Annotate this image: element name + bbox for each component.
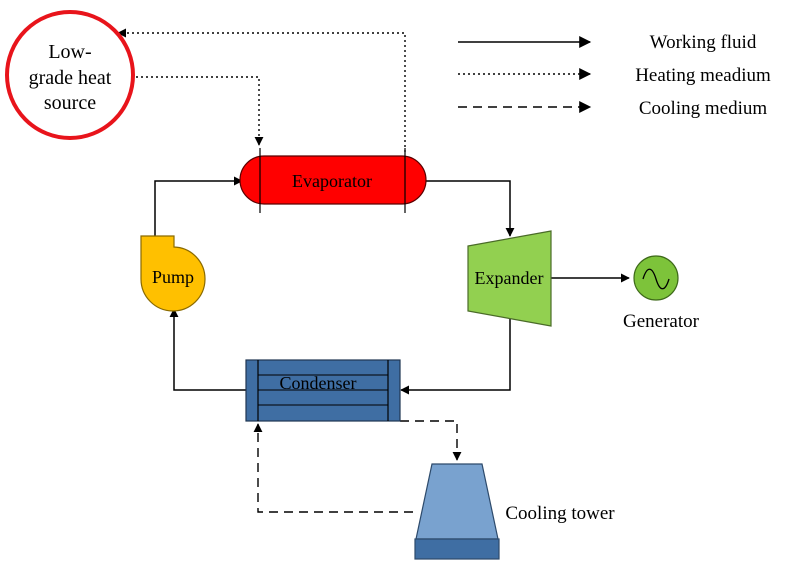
expander-label: Expander (475, 268, 544, 288)
cooling-medium-lines (253, 420, 462, 513)
evaporator-label: Evaporator (292, 171, 372, 191)
pump-label: Pump (152, 267, 194, 287)
cooling-line-return (253, 423, 413, 513)
heat-source: Low- grade heat source (5, 10, 135, 140)
fluid-line-expander-to-condenser (400, 318, 511, 395)
pump: Pump (140, 235, 206, 312)
condenser-label: Condenser (280, 373, 357, 393)
legend-heating-medium-label: Heating meadium (635, 65, 771, 86)
heating-line-return (117, 28, 406, 152)
heat-source-label-line2: grade heat (29, 67, 112, 89)
evaporator-body (239, 155, 427, 205)
cooling-tower-base (414, 538, 500, 560)
cooling-tower: Cooling tower (414, 463, 615, 560)
heating-line-to-evaporator (136, 76, 264, 146)
fluid-line-condenser-to-pump (169, 308, 246, 391)
working-fluid-lines (154, 176, 630, 395)
heat-source-ring (5, 10, 135, 140)
pump-body (140, 235, 206, 312)
cooling-tower-body (415, 463, 499, 540)
fluid-line-pump-to-evaporator (154, 176, 243, 236)
cooling-tower-label: Cooling tower (505, 503, 615, 524)
cooling-line-to-tower (400, 420, 462, 461)
generator-label: Generator (623, 311, 700, 332)
legend-cooling-medium-label: Cooling medium (639, 98, 767, 119)
legend: Working fluid Heating meadium Cooling me… (458, 32, 771, 119)
expander: Expander (467, 230, 552, 327)
expander-body (467, 230, 552, 327)
generator: Generator (623, 255, 700, 332)
sine-wave-icon (642, 268, 670, 290)
legend-working-fluid-label: Working fluid (650, 32, 757, 53)
fluid-line-evaporator-to-expander (424, 180, 515, 237)
evaporator: Evaporator (239, 148, 427, 213)
condenser: Condenser (245, 359, 401, 422)
heating-medium-lines (117, 28, 406, 152)
heat-source-label-line3: source (44, 92, 96, 114)
heat-source-label-line1: Low- (48, 41, 91, 63)
